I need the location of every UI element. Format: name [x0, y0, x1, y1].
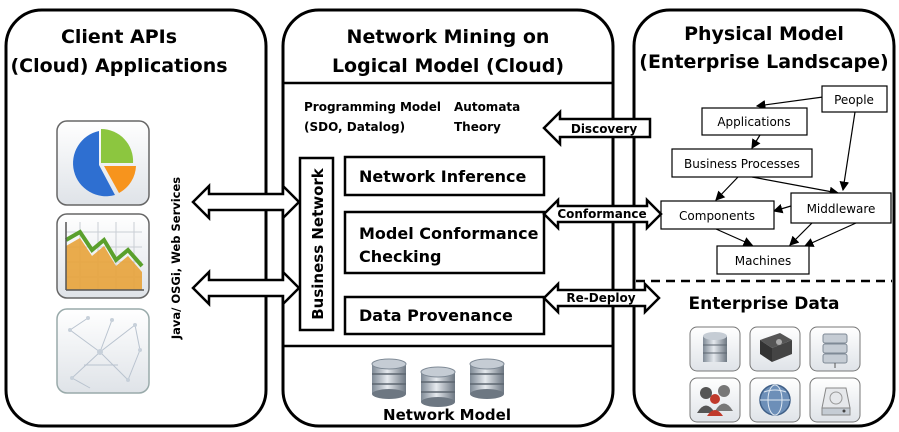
mining-title-line2: Logical Model (Cloud)	[332, 55, 564, 77]
client-panel: Client APIs (Cloud) Applications	[4, 8, 268, 428]
pie-chart-icon	[56, 120, 150, 206]
client-title-line1: Client APIs	[61, 26, 177, 48]
discovery-label: Discovery	[571, 122, 637, 136]
node-business-processes-box	[671, 148, 813, 178]
landscape-edges	[715, 96, 857, 247]
network-inference-label: Network Inference	[359, 167, 527, 186]
client-side-label: Java/ OSGi, Web Services	[169, 177, 183, 340]
database-icon	[689, 326, 741, 372]
programming-model-line2: (SDO, Datalog)	[304, 120, 405, 134]
data-provenance-label: Data Provenance	[359, 306, 513, 325]
conformance-arrow	[542, 196, 663, 232]
client-mining-double-arrow-top	[191, 182, 301, 222]
network-graph-icon	[56, 308, 150, 394]
model-conformance-line1: Model Conformance	[359, 224, 539, 243]
client-mining-double-arrow-bottom	[191, 268, 301, 308]
server-rack-icon	[749, 326, 801, 372]
node-machines-label: Machines	[735, 254, 791, 268]
physical-title-line2: (Enterprise Landscape)	[639, 51, 888, 73]
storage-icon	[809, 326, 861, 372]
node-applications-label: Applications	[717, 115, 790, 129]
enterprise-data-title: Enterprise Data	[689, 294, 840, 314]
redeploy-arrow	[542, 280, 661, 316]
data-provenance-box	[343, 295, 546, 336]
programming-model-line1: Programming Model	[304, 100, 441, 114]
business-network-box	[298, 156, 335, 332]
node-components-label: Components	[679, 209, 755, 223]
client-title-line2: (Cloud) Applications	[10, 55, 227, 77]
users-icon	[689, 377, 741, 423]
node-middleware-box	[790, 192, 892, 224]
physical-panel: Physical Model (Enterprise Landscape) Pe…	[632, 8, 896, 428]
node-machines-box	[716, 245, 810, 275]
mining-panel: Network Mining on Logical Model (Cloud) …	[281, 8, 615, 428]
node-applications-box	[701, 107, 808, 136]
disk-drive-icon	[809, 377, 861, 423]
globe-icon	[749, 377, 801, 423]
discovery-arrow	[542, 108, 652, 148]
node-business-processes-label: Business Processes	[684, 157, 800, 171]
line-chart-icon	[56, 213, 150, 299]
redeploy-label: Re-Deploy	[566, 291, 635, 305]
node-middleware-label: Middleware	[807, 202, 876, 216]
automata-line2: Theory	[454, 120, 501, 134]
model-conformance-box	[343, 210, 546, 275]
node-people-box	[821, 85, 888, 113]
conformance-label: Conformance	[557, 207, 646, 221]
physical-title-line1: Physical Model	[684, 23, 844, 45]
mining-title-line1: Network Mining on	[347, 26, 550, 48]
network-inference-box	[343, 155, 546, 197]
network-model-label: Network Model	[383, 406, 511, 424]
business-network-label: Business Network	[309, 167, 327, 320]
node-people-label: People	[834, 93, 874, 107]
database-cylinders-icon	[371, 358, 505, 407]
model-conformance-line2: Checking	[359, 247, 441, 266]
automata-line1: Automata	[454, 100, 520, 114]
